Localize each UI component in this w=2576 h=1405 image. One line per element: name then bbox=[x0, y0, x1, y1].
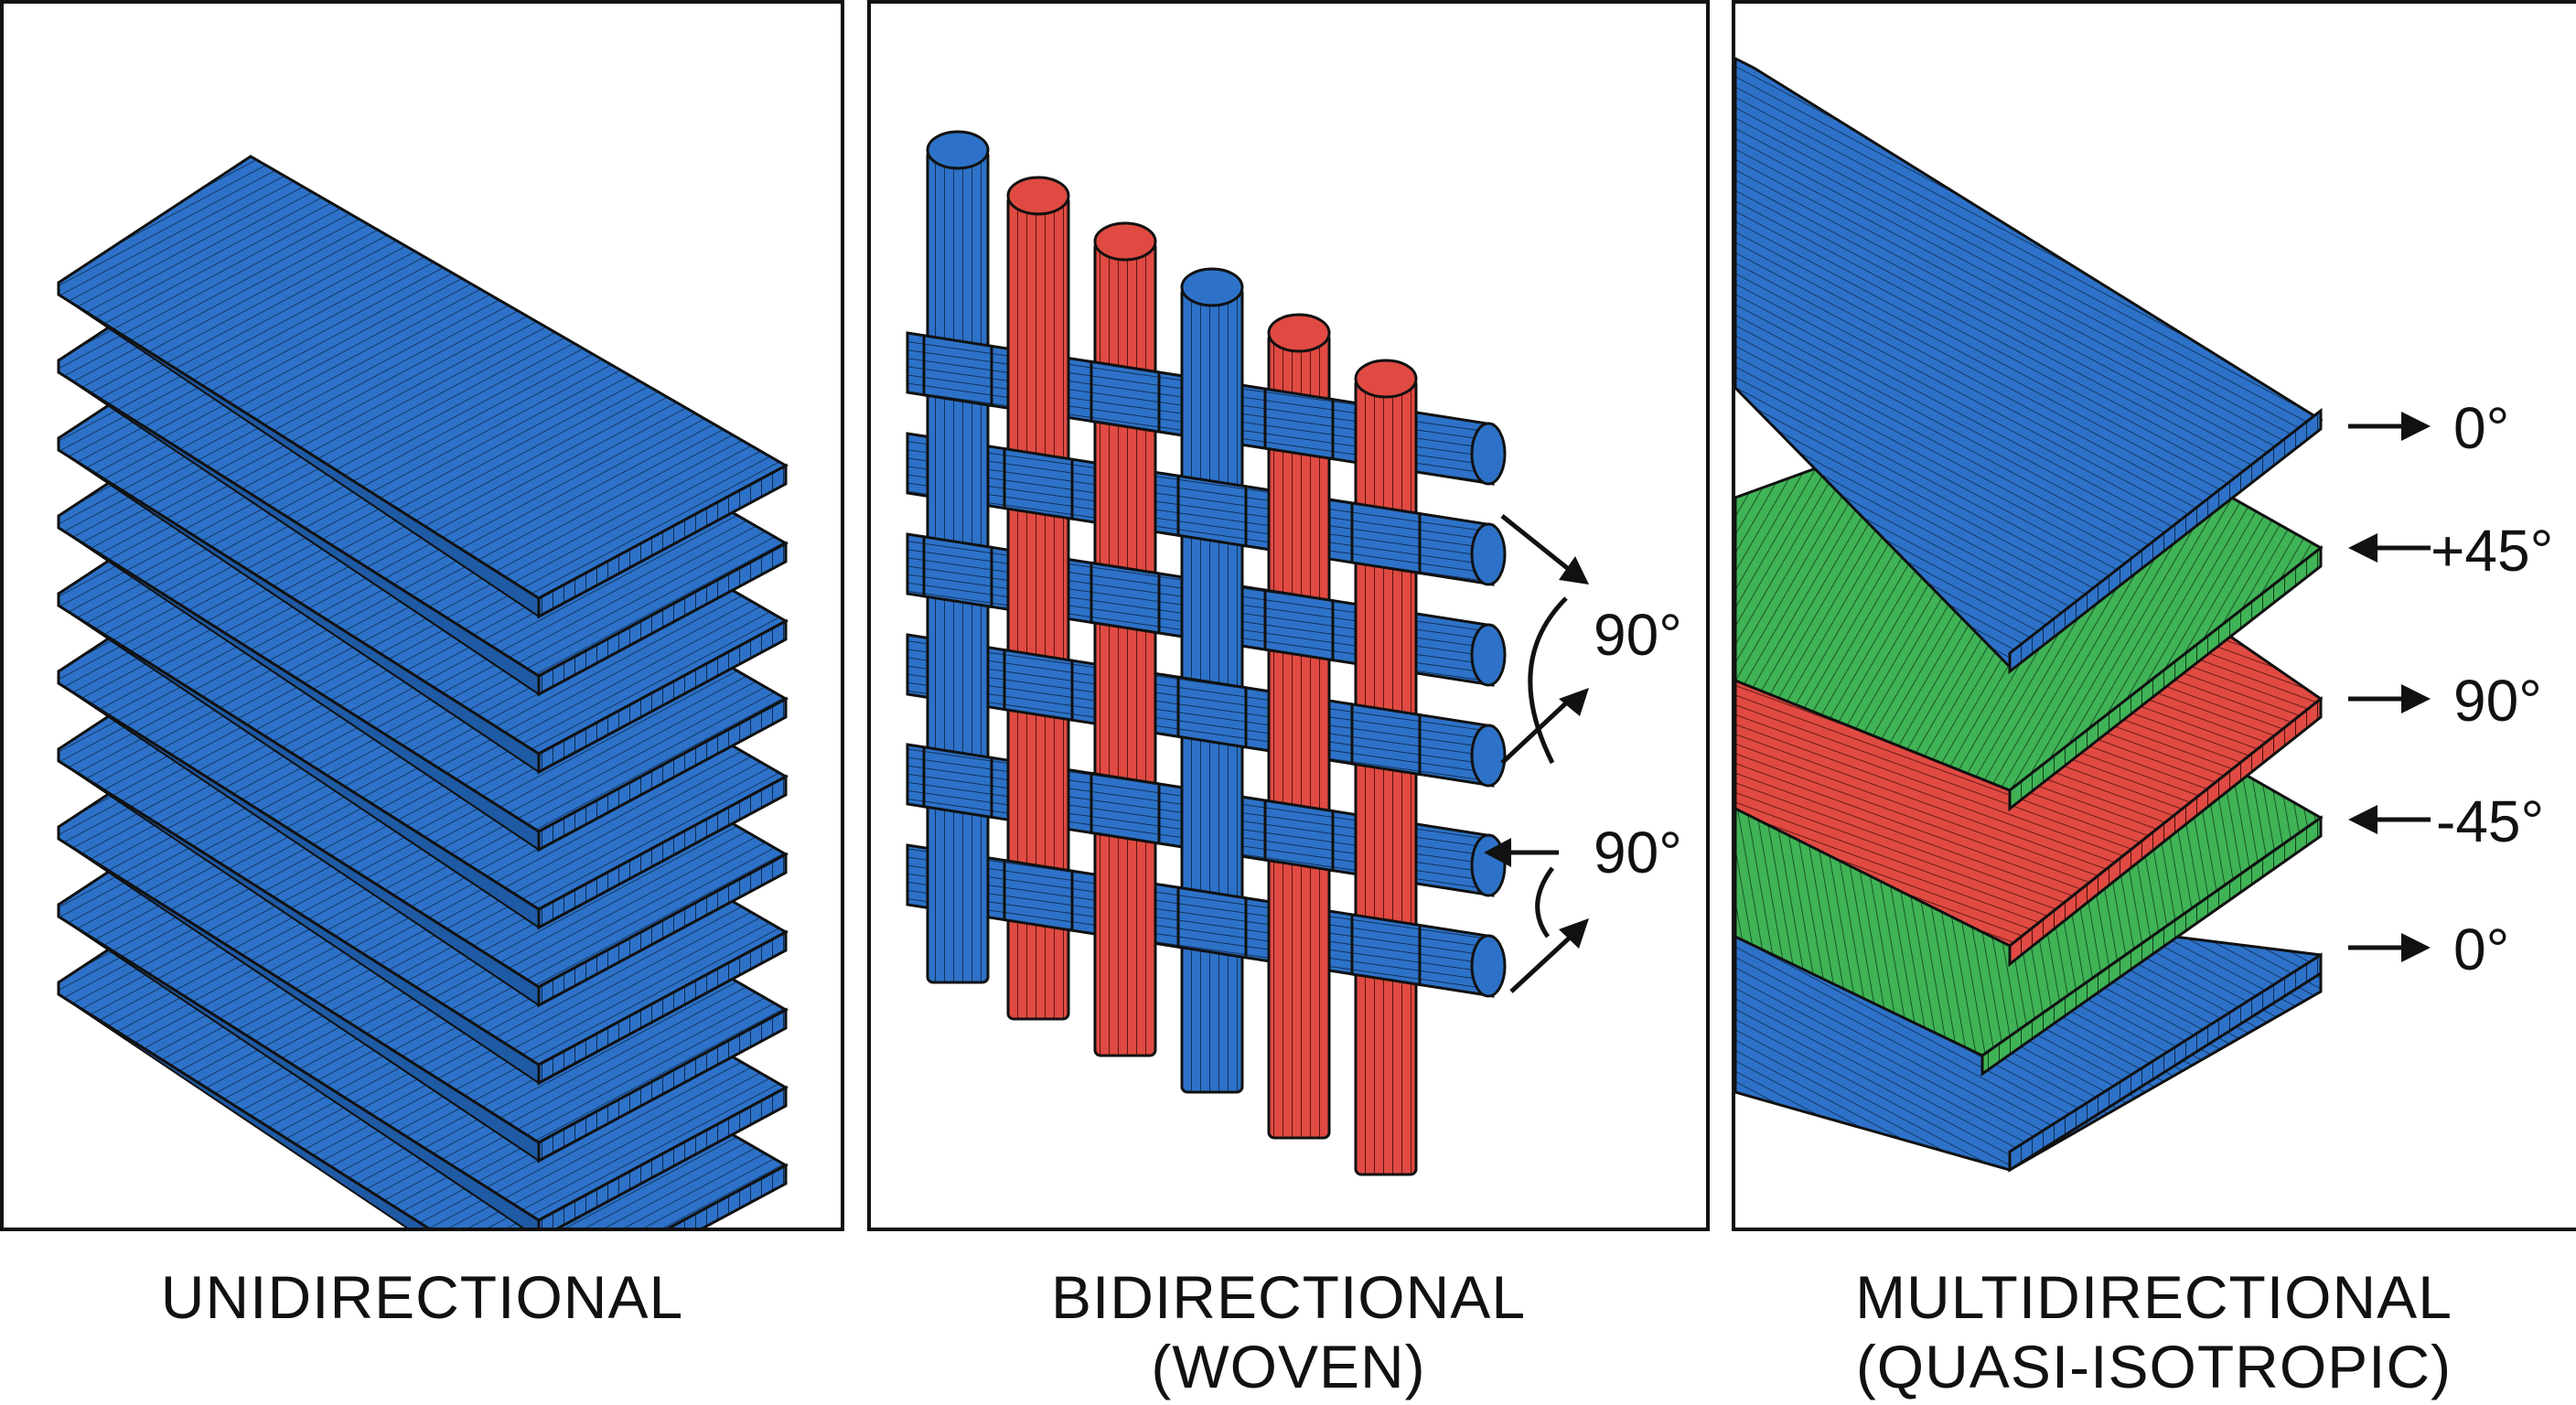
angle-label-lower: 90° bbox=[1594, 820, 1682, 885]
weft-yarn-end bbox=[1470, 934, 1507, 998]
weft-crossing bbox=[922, 535, 993, 609]
arrow-right-icon bbox=[2401, 684, 2431, 713]
unidirectional-layer-edge bbox=[667, 1163, 788, 1228]
caption-line2: (WOVEN) bbox=[1151, 1333, 1426, 1400]
weft-yarn-end bbox=[1470, 724, 1507, 788]
weft-crossing bbox=[1350, 501, 1422, 575]
ply-label-minus-45: -45° bbox=[2348, 788, 2544, 854]
caption-bidirectional: BIDIRECTIONAL (WOVEN) bbox=[867, 1262, 1710, 1401]
weft-crossing bbox=[1350, 702, 1422, 777]
weft-crossing bbox=[1089, 359, 1161, 434]
arrowhead-icon bbox=[1559, 918, 1589, 949]
caption-line1: UNIDIRECTIONAL bbox=[160, 1263, 684, 1331]
weft-crossing bbox=[1263, 387, 1335, 461]
ply-label-0-top: 0° bbox=[2348, 395, 2509, 461]
warp-yarn-end bbox=[926, 130, 990, 170]
caption-unidirectional: UNIDIRECTIONAL bbox=[0, 1262, 844, 1332]
arrow-right-icon bbox=[2401, 933, 2431, 962]
svg-text:0°: 0° bbox=[2453, 395, 2509, 461]
unidirectional-layer-edge bbox=[537, 541, 788, 697]
woven-fabric: 90° 90° bbox=[906, 130, 1682, 1176]
panel-multidirectional: 0° +45° 90° -45° 0° bbox=[1732, 0, 2576, 1231]
angle-arrow-upper bbox=[1500, 514, 1572, 765]
unidirectional-layer-edge bbox=[537, 1085, 788, 1228]
svg-text:+45°: +45° bbox=[2431, 518, 2553, 584]
weft-crossing bbox=[1263, 799, 1335, 873]
weft-crossing bbox=[1003, 858, 1074, 932]
caption-line1: BIDIRECTIONAL bbox=[1050, 1263, 1527, 1331]
unidirectional-layer-stack bbox=[57, 155, 789, 1228]
unidirectional-layer-edge bbox=[537, 774, 788, 930]
angle-label-upper: 90° bbox=[1594, 602, 1682, 668]
arrowhead-icon bbox=[1559, 688, 1589, 716]
svg-text:-45°: -45° bbox=[2436, 788, 2544, 854]
warp-yarn-red bbox=[1354, 377, 1418, 1176]
arrowhead-icon bbox=[1559, 556, 1589, 585]
weft-crossing bbox=[1176, 885, 1248, 960]
panel-unidirectional bbox=[0, 0, 844, 1231]
weft-crossing bbox=[1263, 588, 1335, 662]
angle-arrow-lower bbox=[1502, 850, 1572, 993]
arrow-left-icon bbox=[2348, 533, 2377, 563]
warp-yarn-end bbox=[1354, 359, 1418, 399]
quasi-isotropic-layup: 0° +45° 90° -45° 0° bbox=[1735, 57, 2553, 1173]
arrowhead-icon bbox=[1484, 838, 1511, 867]
weft-crossing bbox=[1176, 675, 1248, 749]
ply-label-0-bottom: 0° bbox=[2348, 917, 2509, 982]
warp-yarn-end bbox=[1093, 221, 1157, 262]
unidirectional-layer-edge bbox=[537, 929, 788, 1086]
weft-crossing bbox=[1003, 648, 1074, 722]
weft-crossing bbox=[1089, 561, 1161, 635]
weft-yarn-end bbox=[1470, 623, 1507, 687]
weft-crossing bbox=[1350, 913, 1422, 987]
unidirectional-layer-edge bbox=[537, 696, 788, 853]
warp-yarn-end bbox=[1180, 267, 1244, 307]
panel-bidirectional: 90° 90° bbox=[867, 0, 1710, 1231]
warp-yarn-end bbox=[1006, 176, 1070, 216]
unidirectional-layer-edge bbox=[537, 618, 788, 775]
svg-text:0°: 0° bbox=[2453, 917, 2509, 982]
weft-yarn-end bbox=[1470, 522, 1507, 586]
weft-crossing bbox=[1003, 446, 1074, 520]
weft-crossing bbox=[1089, 771, 1161, 845]
weft-crossing bbox=[922, 745, 993, 820]
ply-0-top bbox=[1735, 57, 2324, 675]
weft-crossing bbox=[922, 334, 993, 408]
arrow-left-icon bbox=[2348, 805, 2377, 834]
arrow-right-icon bbox=[2401, 412, 2431, 441]
caption-multidirectional: MULTIDIRECTIONAL (QUASI-ISOTROPIC) bbox=[1732, 1262, 2576, 1401]
ply-label-90: 90° bbox=[2348, 668, 2542, 734]
ply-label-plus-45: +45° bbox=[2348, 518, 2553, 584]
unidirectional-layer-edge bbox=[537, 852, 788, 1008]
svg-text:90°: 90° bbox=[2453, 668, 2542, 734]
weft-yarn-end bbox=[1470, 422, 1507, 486]
warp-yarn-end bbox=[1267, 313, 1331, 353]
caption-line1: MULTIDIRECTIONAL bbox=[1855, 1263, 2453, 1331]
unidirectional-layer-edge bbox=[537, 463, 788, 619]
unidirectional-layer-edge bbox=[537, 1007, 788, 1164]
caption-line2: (QUASI-ISOTROPIC) bbox=[1855, 1333, 2453, 1400]
weft-crossing bbox=[1176, 474, 1248, 548]
